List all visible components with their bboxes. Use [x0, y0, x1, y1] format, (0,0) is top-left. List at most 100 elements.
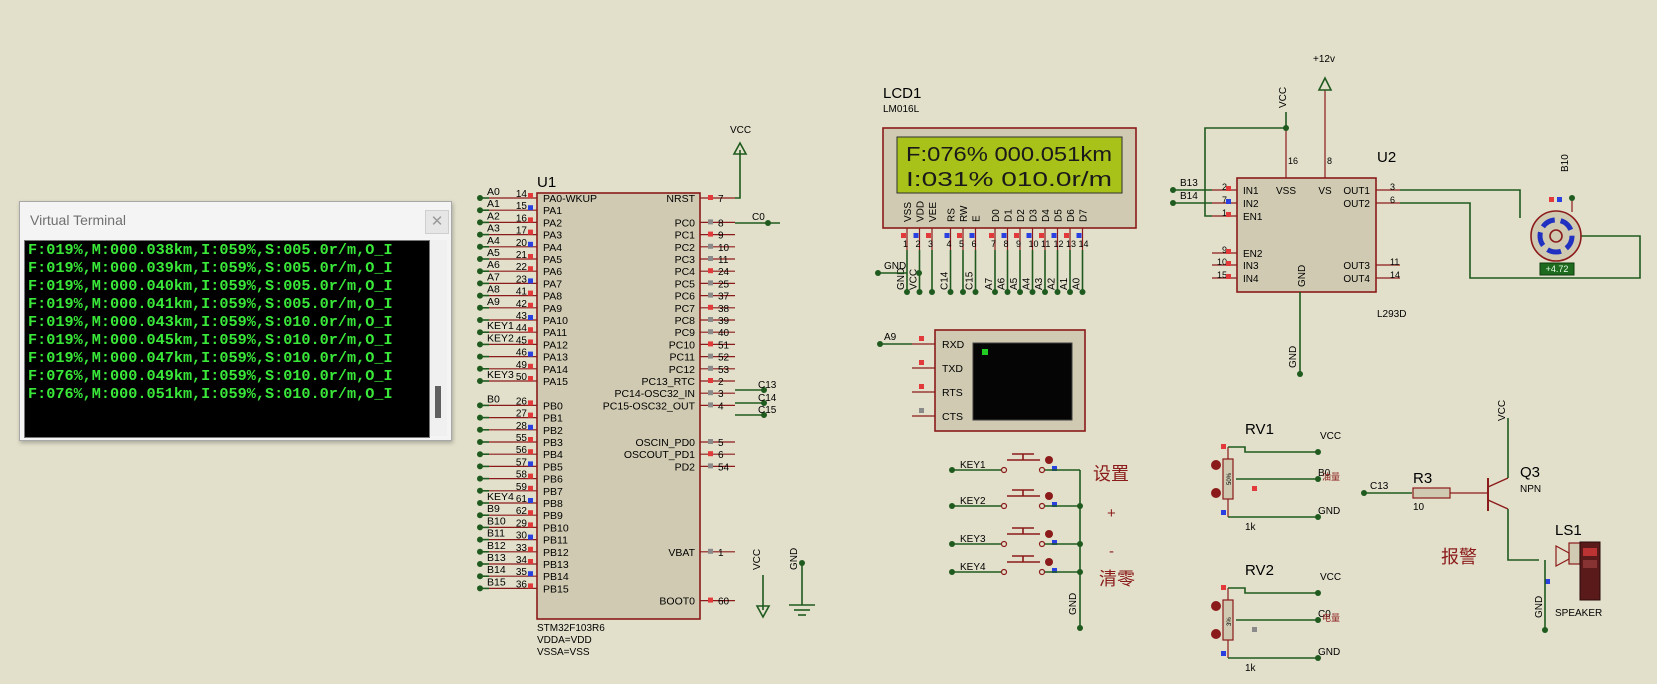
- virtual-terminal-window[interactable]: Virtual Terminal ✕ F:019%,M:000.038km,I:…: [19, 201, 452, 441]
- driver-pin-number: 14: [1390, 270, 1400, 280]
- pin-state-square: [528, 266, 533, 272]
- pin-state-square: [528, 241, 533, 247]
- mcu-pin-number: 45: [516, 335, 528, 346]
- uart-pin-name: RXD: [942, 339, 965, 351]
- net-label: C13: [758, 380, 777, 391]
- mcu-pin-name: PB12: [543, 547, 569, 559]
- mcu-pin-number: 57: [516, 457, 528, 468]
- mcu-pin-number: 11: [718, 255, 729, 266]
- alarm-label: 报警: [1441, 547, 1477, 567]
- driver-pin-number: 8: [1327, 156, 1332, 166]
- junction-dot: [1054, 289, 1061, 295]
- speaker-ref-label: LS1: [1555, 522, 1582, 539]
- junction-dot: [1170, 187, 1176, 193]
- pin-state-square: [708, 378, 713, 383]
- uart-pin-name: RTS: [942, 387, 963, 399]
- junction-dot: [1079, 289, 1086, 295]
- mcu-pin-name: PB3: [543, 437, 563, 449]
- key-function-label: 清零: [1099, 569, 1135, 589]
- mcu-pin-number: 10: [718, 243, 730, 254]
- junction-dot: [1315, 590, 1321, 596]
- net-label: KEY2: [960, 496, 986, 507]
- driver-pin-name: OUT2: [1343, 199, 1370, 210]
- gnd-label: GND: [789, 548, 800, 570]
- net-label: KEY2: [487, 332, 514, 344]
- junction-dot: [1077, 625, 1083, 631]
- net-label: B10: [1560, 154, 1571, 172]
- pin-state-square: [919, 336, 924, 341]
- switch-contact: [1038, 540, 1046, 548]
- scrollbar-thumb[interactable]: [435, 386, 441, 418]
- mcu-note: VSSA=VSS: [537, 647, 590, 658]
- transistor-ref-label: Q3: [1520, 464, 1540, 481]
- mcu-pin-number: 51: [718, 340, 730, 351]
- junction-dot: [1542, 627, 1548, 633]
- net-label: B14: [1180, 191, 1198, 202]
- junction-dot: [1067, 289, 1073, 295]
- pin-state-square: [528, 498, 533, 503]
- mcu-pin-name: PB2: [543, 425, 563, 437]
- terminal-line: F:076%,M:000.049km,I:059%,S:010.0r/m,O_I: [28, 367, 393, 385]
- pin-state-square: [1226, 274, 1231, 279]
- net-label: B12: [487, 540, 506, 552]
- mcu-pin-name: PB1: [543, 413, 563, 425]
- pin-state-square: [1221, 585, 1226, 590]
- mcu-pin-number: 2: [718, 377, 724, 388]
- pin-state-square: [528, 217, 533, 223]
- motor-shaft: [1549, 229, 1563, 243]
- lcd-pin-name: VDD: [916, 201, 927, 222]
- junction-dot: [960, 289, 966, 295]
- pin-state-square: [708, 451, 713, 457]
- gnd-label: GND: [1534, 596, 1545, 618]
- lcd-pin-name: VEE: [928, 202, 939, 222]
- pin-state-square: [1052, 568, 1057, 573]
- pin-state-square: [528, 400, 533, 406]
- lcd-pin-name: RW: [959, 205, 970, 222]
- pin-state-square: [528, 376, 533, 381]
- pin-state-square: [919, 408, 924, 413]
- mcu-pin-name: PC8: [675, 315, 696, 327]
- mcu-pin-name: PC2: [675, 242, 696, 254]
- junction-dot: [947, 289, 954, 295]
- junction-dot: [765, 220, 771, 226]
- mcu-pin-number: 60: [718, 597, 730, 608]
- net-label: VCC: [909, 269, 920, 290]
- mcu-pin-name: PC14-OSC32_IN: [614, 388, 695, 400]
- driver-pin-name: OUT4: [1343, 274, 1370, 285]
- terminal-scrollbar[interactable]: [430, 240, 447, 436]
- pin-state-square: [1557, 197, 1562, 202]
- net-label: B0: [487, 393, 500, 405]
- driver-pin-number: 6: [1390, 195, 1395, 205]
- close-icon[interactable]: ✕: [425, 210, 449, 234]
- uart-cursor: [982, 349, 988, 355]
- mcu-pin-number: 46: [516, 348, 528, 359]
- mcu-pin-number: 42: [516, 299, 528, 310]
- junction-dot: [1029, 289, 1036, 295]
- net-label: A9: [487, 296, 500, 308]
- pin-state-square: [1001, 233, 1007, 238]
- net-label: A1: [487, 198, 500, 210]
- mcu-pin-number: 62: [516, 506, 528, 517]
- junction-dot: [1077, 569, 1083, 575]
- lcd-pin-number: 2: [916, 239, 921, 249]
- pin-state-square: [1252, 486, 1257, 491]
- mcu-pin-name: PC15-OSC32_OUT: [603, 400, 696, 412]
- mcu-pin-number: 55: [516, 433, 528, 444]
- junction-dot: [1315, 655, 1321, 661]
- mcu-pin-name: PB0: [543, 400, 563, 412]
- junction-dot: [1077, 541, 1083, 547]
- vcc-arrow: [755, 605, 771, 619]
- mcu-pin-number: 61: [516, 494, 528, 505]
- pin-state-square: [989, 233, 994, 238]
- net-label: KEY3: [960, 534, 986, 545]
- mcu-pin-number: 34: [516, 555, 528, 566]
- pin-state-square: [1039, 233, 1044, 238]
- net-label: A6: [997, 277, 1008, 290]
- mcu-pin-number: 27: [516, 409, 528, 420]
- junction-dot: [992, 289, 998, 295]
- net-label: B0: [1318, 468, 1331, 479]
- pin-state-square: [708, 243, 713, 249]
- pin-state-square: [528, 327, 533, 333]
- driver-pin-number: 7: [1222, 195, 1227, 205]
- pin-state-square: [708, 304, 713, 310]
